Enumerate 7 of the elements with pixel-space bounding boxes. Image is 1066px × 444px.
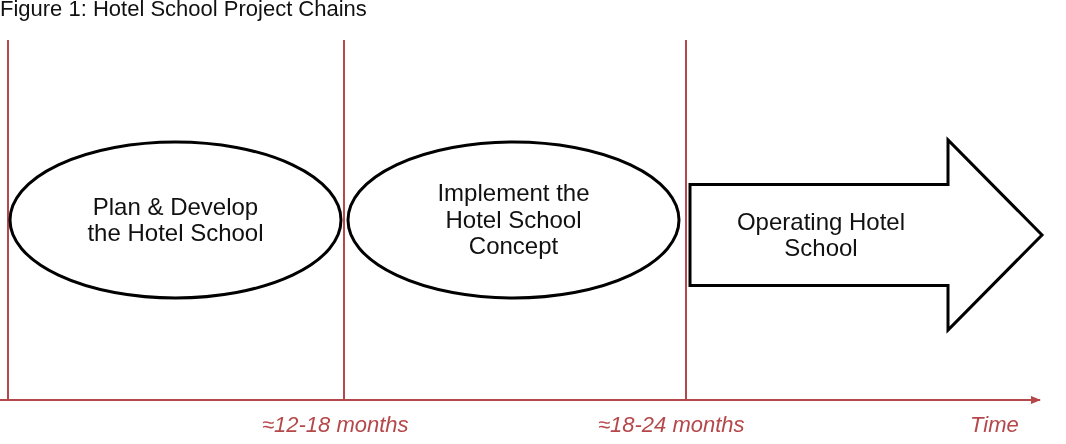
axis-label: Time: [970, 412, 1019, 438]
stage-ellipse: Implement the Hotel School Concept: [346, 140, 681, 300]
figure-title: Figure 1: Hotel School Project Chains: [0, 0, 367, 22]
duration-label: ≈18-24 months: [598, 412, 745, 438]
duration-label: ≈12-18 months: [262, 412, 409, 438]
arrow-shape: Operating Hotel School: [688, 138, 1044, 332]
stage-ellipse: Plan & Develop the Hotel School: [8, 140, 343, 300]
